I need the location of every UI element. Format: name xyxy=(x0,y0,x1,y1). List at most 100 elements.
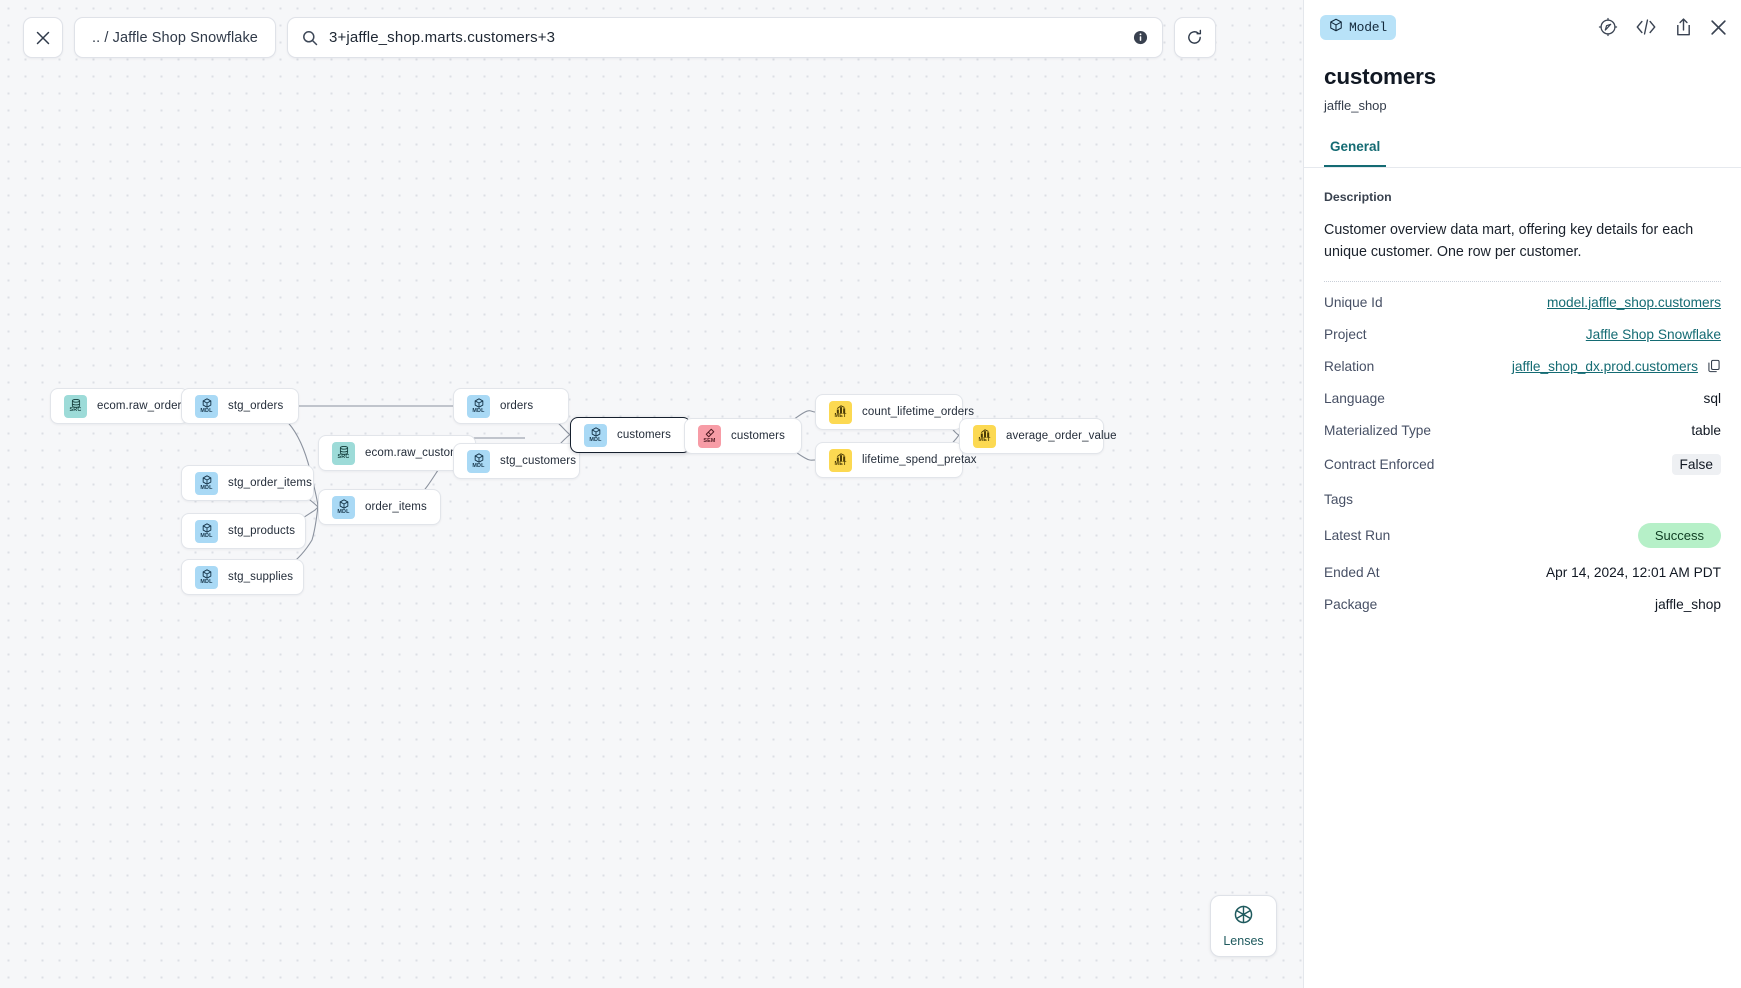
lenses-button[interactable]: Lenses xyxy=(1210,895,1277,957)
close-panel-icon[interactable] xyxy=(1710,19,1727,36)
graph-node-lifetime_spend_pretax[interactable]: MET lifetime_spend_pretax xyxy=(815,442,977,478)
panel-header-actions xyxy=(1598,17,1727,37)
node-type-icon-src: SRC xyxy=(64,394,87,418)
description-text: Customer overview data mart, offering ke… xyxy=(1324,222,1694,261)
graph-node-ecom_raw_customers[interactable]: SRC ecom.raw_customers xyxy=(318,435,476,471)
metadata-key: Language xyxy=(1324,390,1385,406)
relation-value-group: jaffle_shop_dx.prod.customers xyxy=(1512,359,1721,374)
panel-subtitle: jaffle_shop xyxy=(1324,98,1387,113)
metadata-value: sql xyxy=(1703,390,1722,406)
graph-node-order_items[interactable]: MDL order_items xyxy=(318,489,441,525)
graph-node-stg_supplies[interactable]: MDL stg_supplies xyxy=(181,559,304,595)
node-label: stg_customers xyxy=(500,455,577,467)
metadata-key: Contract Enforced xyxy=(1324,457,1435,473)
graph-node-stg_orders[interactable]: MDL stg_orders xyxy=(181,388,299,424)
metadata-key: Tags xyxy=(1324,491,1353,507)
node-type-icon-mdl: MDL xyxy=(195,565,218,589)
metadata-key: Unique Id xyxy=(1324,294,1383,310)
share-icon[interactable] xyxy=(1674,17,1693,37)
node-label: ecom.raw_orders xyxy=(97,400,188,412)
metadata-row: Language sql xyxy=(1324,382,1721,414)
description-label: Description xyxy=(1324,190,1392,204)
metadata-key: Ended At xyxy=(1324,564,1380,580)
node-label: stg_products xyxy=(228,525,296,537)
graph-node-average_order_value[interactable]: MET average_order_value xyxy=(959,418,1116,454)
metadata-row: Ended At Apr 14, 2024, 12:01 AM PDT xyxy=(1324,556,1721,588)
resource-type-label: Model xyxy=(1349,19,1388,35)
node-label: stg_supplies xyxy=(228,571,294,583)
cube-icon xyxy=(1329,18,1343,36)
breadcrumb[interactable]: .. / Jaffle Shop Snowflake xyxy=(74,17,276,58)
node-type-icon-mdl: MDL xyxy=(332,495,355,519)
refresh-button[interactable] xyxy=(1173,17,1216,58)
node-type-icon-mdl: MDL xyxy=(195,394,218,418)
tab-general[interactable]: General xyxy=(1324,139,1387,167)
node-type-icon-mdl: MDL xyxy=(467,449,490,473)
metadata-row: Tags xyxy=(1324,483,1721,515)
node-label: orders xyxy=(500,400,534,412)
node-label: count_lifetime_orders xyxy=(862,406,975,418)
close-lineage-button[interactable] xyxy=(23,17,63,58)
lenses-label: Lenses xyxy=(1223,934,1264,948)
close-icon xyxy=(36,31,50,44)
copy-icon[interactable] xyxy=(1707,359,1721,373)
graph-node-customers_semantic[interactable]: SEM customers xyxy=(684,418,802,454)
node-type-icon-sem: SEM xyxy=(698,424,721,448)
node-label: lifetime_spend_pretax xyxy=(862,454,977,466)
node-type-icon-mdl: MDL xyxy=(584,423,607,447)
metadata-row: Project Jaffle Shop Snowflake xyxy=(1324,318,1721,350)
metadata-row: Unique Id model.jaffle_shop.customers xyxy=(1324,286,1721,318)
graph-node-stg_customers[interactable]: MDL stg_customers xyxy=(453,443,580,479)
metadata-value: table xyxy=(1691,422,1721,438)
node-type-icon-met: MET xyxy=(973,424,996,448)
node-label: order_items xyxy=(365,501,427,513)
metadata-key: Project xyxy=(1324,326,1367,342)
node-label: average_order_value xyxy=(1006,430,1117,442)
metadata-row: Contract Enforced False xyxy=(1324,446,1721,483)
graph-node-ecom_raw_orders[interactable]: SRC ecom.raw_orders xyxy=(50,388,189,424)
node-type-icon-met: MET xyxy=(829,448,852,472)
node-label: ecom.raw_customers xyxy=(365,447,477,459)
node-label: customers xyxy=(731,430,785,442)
metadata-value[interactable]: model.jaffle_shop.customers xyxy=(1547,294,1721,310)
metadata-value[interactable]: jaffle_shop_dx.prod.customers xyxy=(1511,358,1698,374)
page-title: customers xyxy=(1324,64,1436,89)
metadata-value: False xyxy=(1671,454,1721,476)
node-type-icon-src: SRC xyxy=(332,441,355,465)
code-icon[interactable] xyxy=(1635,17,1657,37)
panel-header: Model xyxy=(1304,0,1741,54)
graph-node-orders[interactable]: MDL orders xyxy=(453,388,569,424)
compass-icon[interactable] xyxy=(1598,17,1618,37)
metadata-key: Relation xyxy=(1324,358,1375,374)
node-type-icon-mdl: MDL xyxy=(195,471,218,495)
graph-node-stg_order_items[interactable]: MDL stg_order_items xyxy=(181,465,314,501)
panel-title-block: customers jaffle_shop xyxy=(1304,54,1741,113)
metadata-key: Latest Run xyxy=(1324,528,1391,544)
divider xyxy=(1324,281,1721,283)
metadata-row: Relation jaffle_shop_dx.prod.customers xyxy=(1324,350,1721,382)
node-label: stg_order_items xyxy=(228,477,312,489)
metadata-value: Apr 14, 2024, 12:01 AM PDT xyxy=(1546,564,1721,580)
node-label: stg_orders xyxy=(228,400,284,412)
details-panel: Model customers jaffle_shop xyxy=(1303,0,1741,988)
search-input[interactable]: 3+jaffle_shop.marts.customers+3 xyxy=(286,17,1163,58)
lineage-canvas[interactable]: .. / Jaffle Shop Snowflake 3+jaffle_shop… xyxy=(0,0,1303,988)
metadata-key: Package xyxy=(1324,596,1378,612)
node-type-icon-mdl: MDL xyxy=(467,394,490,418)
canvas-toolbar: .. / Jaffle Shop Snowflake 3+jaffle_shop… xyxy=(23,17,1216,58)
breadcrumb-label: .. / Jaffle Shop Snowflake xyxy=(92,29,258,46)
search-icon xyxy=(302,30,318,46)
resource-type-badge: Model xyxy=(1320,14,1397,40)
aperture-icon xyxy=(1233,904,1254,930)
metadata-value[interactable]: Jaffle Shop Snowflake xyxy=(1585,326,1721,342)
info-icon[interactable] xyxy=(1133,30,1148,45)
